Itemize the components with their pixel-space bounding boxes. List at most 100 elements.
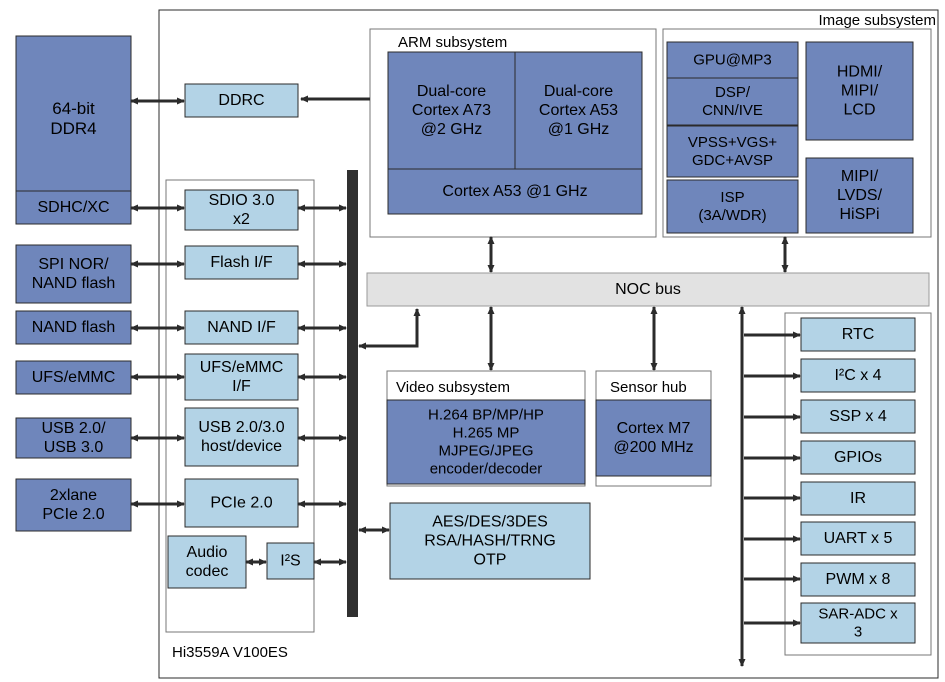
pcie-ctrl-block-label: PCIe 2.0 <box>210 495 272 512</box>
chip-name: Hi3559A V100ES <box>172 644 288 661</box>
sdhc-block-label: SDHC/XC <box>37 199 109 216</box>
isp-block-label: ISP <box>720 189 744 206</box>
mipi-block-label: HiSPi <box>839 206 879 223</box>
gpio-block-label: GPIOs <box>834 449 882 466</box>
usb-host-block-label: host/device <box>201 438 282 455</box>
sdhc-block <box>15 190 132 225</box>
pcie-lane-block-label: PCIe 2.0 <box>42 506 104 523</box>
noc-bus <box>366 272 930 307</box>
pcie-ctrl-block <box>184 478 299 528</box>
spi-nor-nand-block-label: SPI NOR/ <box>38 256 109 273</box>
a53-dual-block-label: Cortex A53 <box>539 102 618 119</box>
ddr4-block-label: DDR4 <box>50 119 96 138</box>
video-codec-block-label: encoder/decoder <box>430 461 543 478</box>
a53-dual-block-label: @1 GHz <box>548 121 610 138</box>
mipi-block-label: MIPI/ <box>841 168 879 185</box>
vpss-block-label: VPSS+VGS+ <box>688 134 777 151</box>
video-codec-block-label: H.265 MP <box>453 425 520 442</box>
arm-subsystem-frame <box>369 28 657 238</box>
ddr4-block <box>15 35 132 202</box>
ddrc-block-label: DDRC <box>218 92 264 109</box>
spi-nor-nand-block <box>15 244 132 304</box>
dsp-block <box>666 77 799 126</box>
sar-adc-block <box>800 602 916 644</box>
bus-noc-link <box>358 308 421 350</box>
image-subsystem-frame <box>662 28 932 238</box>
sar-adc-block-label: SAR-ADC x <box>818 606 898 623</box>
video-codec-block-label: MJPEG/JPEG <box>438 443 533 460</box>
audio-codec-block <box>167 535 247 589</box>
isp-block <box>666 179 799 234</box>
mipi-block <box>805 157 914 234</box>
usb-block-label: USB 2.0/ <box>41 420 106 437</box>
i2s-block <box>266 542 315 580</box>
i2c-block <box>800 358 916 393</box>
ufs-if-block <box>184 353 299 401</box>
a53-single-block-label: Cortex A53 @1 GHz <box>442 183 587 200</box>
ir-block-label: IR <box>850 490 866 507</box>
sdio-block-label: x2 <box>233 211 250 228</box>
ufs-emmc-block <box>15 360 132 395</box>
vpss-block <box>666 125 799 178</box>
nand-flash-block <box>15 310 132 345</box>
a53-single-block <box>387 168 643 215</box>
video-subsystem-title: Video subsystem <box>396 379 510 396</box>
ir-block <box>800 481 916 516</box>
nand-flash-block-label: NAND flash <box>32 319 116 336</box>
vpss-block-label: GDC+AVSP <box>692 152 773 169</box>
security-block <box>389 502 591 580</box>
uart-block <box>800 521 916 556</box>
pcie-lane-block-label: 2xlane <box>50 487 97 504</box>
nand-if-block <box>184 310 299 345</box>
sdio-block <box>184 189 299 231</box>
peripherals-frame <box>784 312 932 656</box>
audio-codec-block-label: codec <box>186 563 229 580</box>
hdmi-block <box>805 41 914 141</box>
audio-codec-block-label: Audio <box>187 544 228 561</box>
hdmi-block-label: HDMI/ <box>837 64 883 81</box>
arm-subsystem-title: ARM subsystem <box>398 34 507 51</box>
ufs-if-block-label: I/F <box>232 378 251 395</box>
io-group-frame <box>165 179 315 633</box>
a73-block-label: Dual-core <box>417 83 486 100</box>
a73-block-label: @2 GHz <box>421 121 483 138</box>
ssp-block <box>800 399 916 434</box>
hdmi-block-label: MIPI/ <box>841 83 879 100</box>
a73-block <box>387 51 516 170</box>
security-block-label: RSA/HASH/TRNG <box>424 533 556 550</box>
noc-label-label: NOC bus <box>615 281 681 298</box>
rtc-block <box>800 317 916 352</box>
sar-adc-block-label: 3 <box>854 624 862 641</box>
a53-dual-block <box>514 51 643 170</box>
usb-block <box>15 417 132 459</box>
pwm-block <box>800 562 916 597</box>
pwm-block-label: PWM x 8 <box>826 571 891 588</box>
sensor-hub-title: Sensor hub <box>610 379 687 396</box>
isp-block-label: (3A/WDR) <box>698 207 766 224</box>
dsp-block-label: DSP/ <box>715 84 751 101</box>
sdio-block-label: SDIO 3.0 <box>209 192 275 209</box>
security-block-label: AES/DES/3DES <box>432 514 548 531</box>
usb-block-label: USB 3.0 <box>44 439 104 456</box>
sensor-core-block <box>595 399 712 477</box>
gpio-block <box>800 440 916 475</box>
sensor-core-block-label: Cortex M7 <box>617 420 691 437</box>
spi-nor-nand-block-label: NAND flash <box>32 275 116 292</box>
sensor-core-block-label: @200 MHz <box>613 439 693 456</box>
i2s-block-label: I²S <box>280 553 300 570</box>
usb-host-block-label: USB 2.0/3.0 <box>198 419 284 436</box>
a53-dual-block-label: Dual-core <box>544 83 613 100</box>
uart-block-label: UART x 5 <box>824 530 893 547</box>
a73-block-label: Cortex A73 <box>412 102 491 119</box>
video-codec-block <box>386 399 586 485</box>
chip-outline <box>158 9 939 679</box>
rtc-block-label: RTC <box>842 326 875 343</box>
mipi-block-label: LVDS/ <box>837 187 883 204</box>
ufs-emmc-block-label: UFS/eMMC <box>32 369 116 386</box>
ufs-if-block-label: UFS/eMMC <box>200 359 284 376</box>
gpu-block <box>666 41 799 79</box>
hdmi-block-label: LCD <box>843 102 875 119</box>
peripheral-bus-bar <box>347 170 358 617</box>
gpu-block-label: GPU@MP3 <box>693 52 772 69</box>
